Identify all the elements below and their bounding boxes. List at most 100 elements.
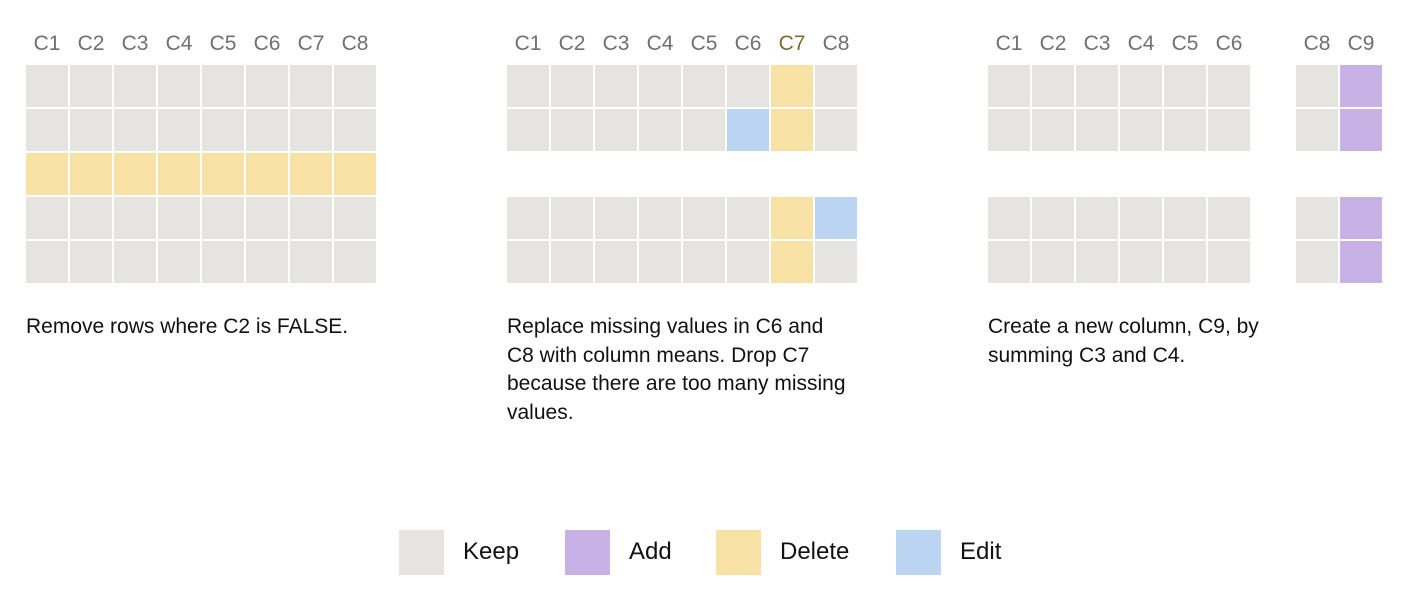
legend: Keep Add Delete Edit xyxy=(0,529,1420,575)
legend-item-edit: Edit xyxy=(896,529,1001,575)
panel-caption: Create a new column, C9, by summing C3 an… xyxy=(988,313,1408,370)
cell-keep xyxy=(595,65,637,107)
column-header-c7: C7 xyxy=(297,32,325,55)
cell-delete xyxy=(158,153,200,195)
cell-keep xyxy=(727,65,769,107)
cell-keep xyxy=(507,241,549,283)
caption-line: C8 with column means. Drop C7 xyxy=(507,343,810,367)
cell-keep xyxy=(551,241,593,283)
cell-keep xyxy=(290,241,332,283)
legend-item-delete: Delete xyxy=(716,529,849,575)
cell-keep xyxy=(1164,197,1206,239)
cell-keep xyxy=(1120,65,1162,107)
caption-line: Remove rows where C2 is FALSE. xyxy=(26,315,349,338)
cell-delete xyxy=(290,153,332,195)
cell-keep xyxy=(683,197,725,239)
column-header-c8: C8 xyxy=(1303,32,1331,55)
cell-keep xyxy=(815,109,857,151)
cell-keep xyxy=(639,241,681,283)
cell-keep xyxy=(815,241,857,283)
cell-keep xyxy=(202,197,244,239)
cell-keep xyxy=(26,241,68,283)
column-header-c3: C3 xyxy=(1083,32,1111,55)
cell-keep xyxy=(1164,65,1206,107)
cell-keep xyxy=(114,65,156,107)
column-header-c4: C4 xyxy=(165,32,193,55)
cell-keep xyxy=(202,241,244,283)
legend-label-delete: Delete xyxy=(780,538,850,565)
cell-keep xyxy=(507,65,549,107)
cell-keep xyxy=(1032,197,1074,239)
cell-keep xyxy=(595,241,637,283)
cell-keep xyxy=(1032,241,1074,283)
cell-keep xyxy=(1296,197,1338,239)
cell-delete xyxy=(771,109,813,151)
cell-keep xyxy=(988,241,1030,283)
cell-keep xyxy=(988,65,1030,107)
cell-keep xyxy=(334,241,376,283)
cell-delete xyxy=(202,153,244,195)
cell-keep xyxy=(290,109,332,151)
cell-keep xyxy=(1164,109,1206,151)
column-header-c1: C1 xyxy=(33,32,61,55)
cell-keep xyxy=(988,109,1030,151)
cell-keep xyxy=(595,109,637,151)
cell-keep xyxy=(1208,241,1250,283)
cell-keep xyxy=(551,197,593,239)
cell-keep xyxy=(683,241,725,283)
column-header-c6: C6 xyxy=(1215,32,1243,55)
caption-line: summing C3 and C4. xyxy=(988,343,1186,367)
cell-delete xyxy=(70,153,112,195)
legend-label-add: Add xyxy=(629,538,672,565)
cell-keep xyxy=(246,65,288,107)
cell-keep xyxy=(1120,241,1162,283)
legend-item-keep: Keep xyxy=(399,529,519,575)
cell-keep xyxy=(246,241,288,283)
column-header-c6: C6 xyxy=(253,32,281,55)
cell-keep xyxy=(1076,241,1118,283)
cell-keep xyxy=(1076,197,1118,239)
caption-line: Create a new column, C9, by xyxy=(988,315,1259,338)
cell-delete xyxy=(771,241,813,283)
column-header-c5: C5 xyxy=(1171,32,1199,55)
cell-keep xyxy=(683,109,725,151)
cell-keep xyxy=(70,241,112,283)
cell-delete xyxy=(771,65,813,107)
cell-keep xyxy=(727,241,769,283)
column-header-c3: C3 xyxy=(602,32,630,55)
column-header-c8: C8 xyxy=(822,32,850,55)
legend-swatch-delete xyxy=(716,529,761,575)
cell-keep xyxy=(815,65,857,107)
column-header-c3: C3 xyxy=(121,32,149,55)
cell-keep xyxy=(551,109,593,151)
column-header-c2: C2 xyxy=(558,32,586,55)
cell-keep xyxy=(1208,109,1250,151)
cell-keep xyxy=(1208,197,1250,239)
cell-keep xyxy=(290,197,332,239)
cell-keep xyxy=(1296,109,1338,151)
cell-keep xyxy=(1164,241,1206,283)
caption-line: because there are too many missing xyxy=(507,372,846,395)
cell-keep xyxy=(988,197,1030,239)
column-header-c2: C2 xyxy=(1039,32,1067,55)
cell-keep xyxy=(158,65,200,107)
cell-keep xyxy=(639,65,681,107)
cell-keep xyxy=(639,109,681,151)
cell-keep xyxy=(334,197,376,239)
cell-keep xyxy=(26,109,68,151)
cell-add xyxy=(1340,109,1382,151)
cell-keep xyxy=(158,197,200,239)
panel-caption: Remove rows where C2 is FALSE. xyxy=(26,313,446,342)
cell-keep xyxy=(1032,65,1074,107)
cell-keep xyxy=(158,241,200,283)
column-header-c5: C5 xyxy=(690,32,718,55)
cell-keep xyxy=(202,65,244,107)
cell-keep xyxy=(1208,65,1250,107)
legend-swatch-edit xyxy=(896,529,941,575)
cell-keep xyxy=(246,197,288,239)
cell-keep xyxy=(1076,109,1118,151)
legend-swatch-add xyxy=(565,529,610,575)
cell-add xyxy=(1340,241,1382,283)
legend-label-keep: Keep xyxy=(463,538,520,565)
